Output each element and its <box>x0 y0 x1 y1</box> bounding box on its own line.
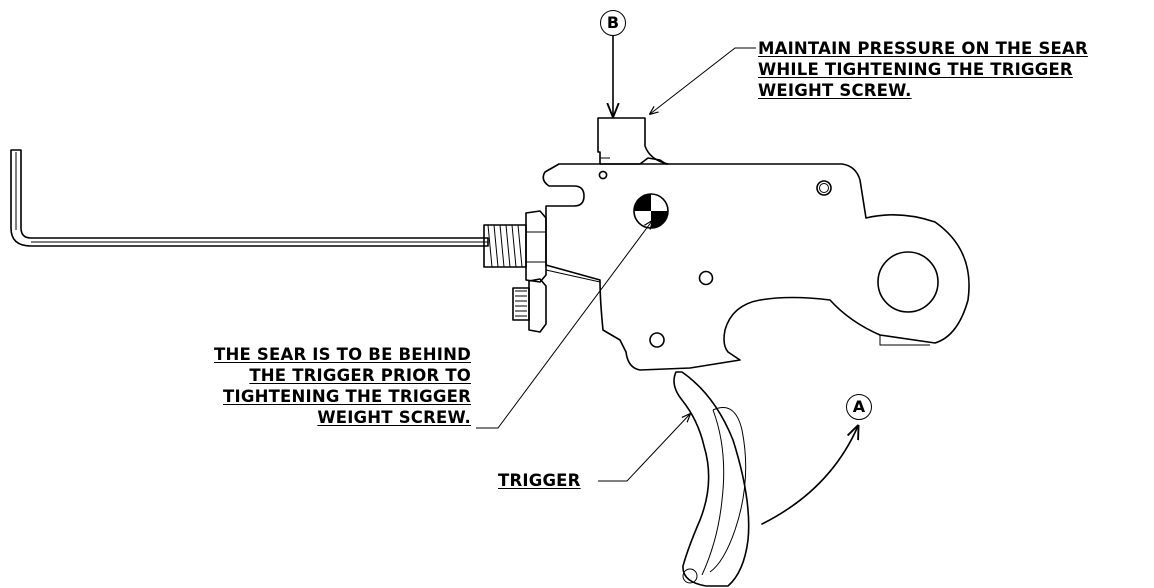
callout-b: B <box>600 10 626 36</box>
trigger-blade <box>673 371 750 587</box>
sear-behind-note: THE SEAR IS TO BE BEHIND THE TRIGGER PRI… <box>214 344 471 428</box>
sear-behind-line-2: THE TRIGGER PRIOR TO <box>249 366 471 385</box>
trigger-weight-screw <box>483 210 547 283</box>
trigger-housing <box>542 117 970 371</box>
allen-wrench <box>10 149 489 247</box>
leader-lines <box>476 47 756 482</box>
sear-behind-line-4: WEIGHT SCREW. <box>317 408 471 427</box>
adjustment-nut <box>512 278 547 333</box>
sear-pressure-line-3: WEIGHT SCREW. <box>758 81 912 100</box>
callout-a: A <box>846 394 872 420</box>
sear-pressure-note: MAINTAIN PRESSURE ON THE SEAR WHILE TIGH… <box>758 38 1088 101</box>
arrow-a <box>761 426 858 525</box>
sear-pressure-line-2: WHILE TIGHTENING THE TRIGGER <box>758 60 1073 79</box>
sear-behind-line-3: TIGHTENING THE TRIGGER <box>223 387 471 406</box>
sear-behind-line-1: THE SEAR IS TO BE BEHIND <box>214 345 471 364</box>
trigger-label: TRIGGER <box>498 471 581 490</box>
sear-pressure-line-1: MAINTAIN PRESSURE ON THE SEAR <box>758 39 1088 58</box>
